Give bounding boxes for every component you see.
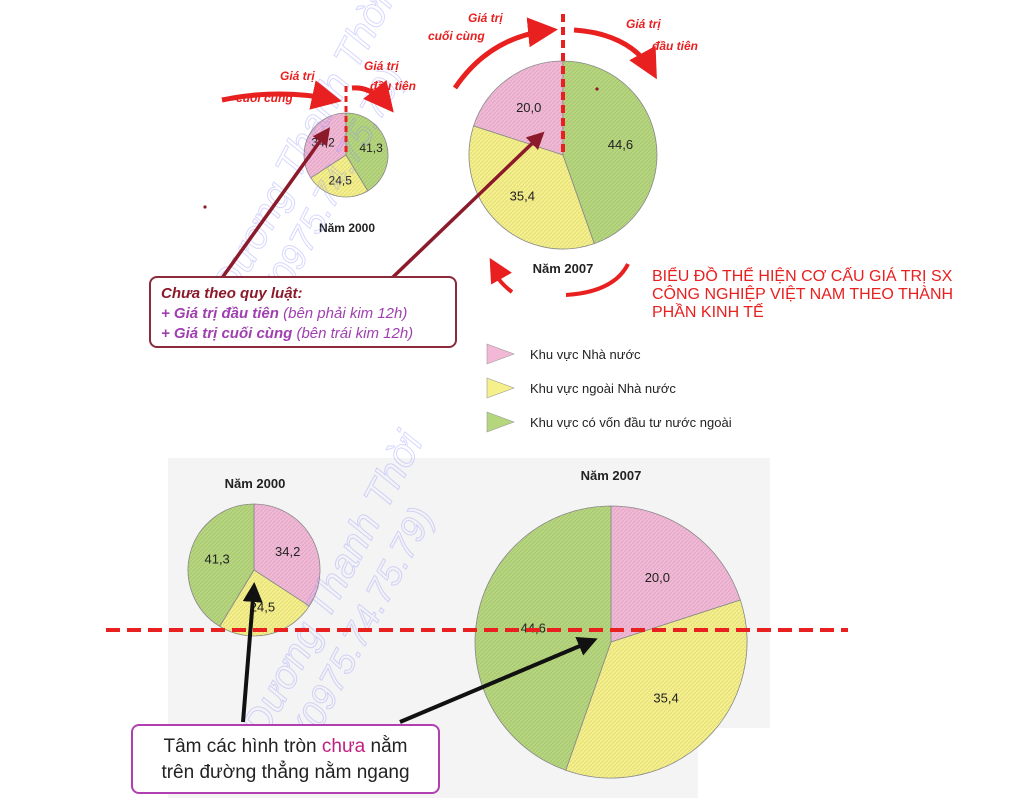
pie-3-slice-state-texture: [611, 506, 741, 642]
legend-swatch-nonstate: [486, 377, 515, 399]
pie-3-slice-nonstate-texture: [565, 599, 747, 778]
note-line-2-rest: (bên trái kim 12h): [292, 325, 414, 342]
pie-2-slice-fdi-texture: [188, 504, 254, 627]
pie-3-label-nonstate: 35,4: [653, 690, 678, 705]
note-box-centers: Tâm các hình tròn chưa nằm trên đường th…: [131, 724, 440, 794]
legend-item-state: Khu vực Nhà nước: [484, 338, 814, 372]
pie-3-slice-fdi-texture: [475, 506, 611, 771]
arrow-bottom-big-head: [489, 257, 512, 285]
note-centers-line-1c: nằm: [365, 736, 408, 757]
label-small-first-2: đầu tiên: [370, 79, 416, 93]
label-small-first-1: Giá trị: [364, 59, 399, 73]
note-line-2: + Giá trị cuối cùng (bên trái kim 12h): [161, 324, 445, 344]
pie-3-label-state: 20,0: [645, 570, 670, 585]
pointer-to-small-center: [241, 582, 263, 723]
pie-1-label-state: 20,0: [516, 100, 541, 115]
pie-0-label-nonstate: 24,5: [329, 173, 353, 187]
legend-item-fdi: Khu vực có vốn đầu tư nước ngoài: [484, 406, 814, 440]
arrow-first-small: [351, 79, 394, 113]
legend-item-nonstate: Khu vực ngoài Nhà nước: [484, 372, 814, 406]
note-line-1: + Giá trị đầu tiên (bên phải kim 12h): [161, 304, 445, 324]
pie-1-slice-nonstate-texture: [469, 125, 595, 250]
pie-0-title: Năm 2000: [319, 221, 375, 235]
stray-dot-1: [203, 205, 207, 209]
stray-dot-2: [595, 87, 599, 91]
pointer-to-big-center: [399, 637, 598, 724]
legend-swatch-state: [486, 343, 515, 365]
note-centers-line-2: trên đường thẳng nằm ngang: [161, 762, 410, 783]
legend: Khu vực Nhà nước Khu vực ngoài Nhà nước …: [484, 338, 814, 440]
pie-2-label-fdi: 41,3: [204, 552, 229, 567]
note-centers-highlight: chưa: [321, 736, 366, 757]
legend-label-nonstate: Khu vực ngoài Nhà nước: [530, 381, 676, 396]
arrow-first-big: [573, 27, 657, 80]
pie-1-label-nonstate: 35,4: [510, 189, 535, 204]
pie-2-slice-nonstate-texture: [219, 570, 310, 637]
arrow-last-small: [221, 80, 342, 110]
pointer-to-big-pie: [390, 131, 545, 280]
note-line-1-rest: (bên phải kim 12h): [278, 305, 408, 322]
note-centers-line-1a: Tâm các hình tròn: [163, 736, 322, 757]
pie-0-slice-nonstate-texture: [310, 155, 368, 197]
note-heading: Chưa theo quy luật:: [161, 285, 303, 302]
pie-1-slice-state-texture: [473, 61, 563, 155]
pie-3-title: Năm 2007: [581, 468, 642, 483]
label-small-last-2: cuối cùng: [236, 91, 293, 105]
pie-2-label-nonstate: 24,5: [250, 599, 275, 614]
pointer-to-small-pie: [220, 127, 331, 280]
note-line-1-bold: + Giá trị đầu tiên: [161, 305, 279, 322]
chart-main-title: BIỂU ĐỒ THỂ HIỆN CƠ CẤU GIÁ TRỊ SX CÔNG …: [652, 268, 954, 321]
label-big-last-2: cuối cùng: [428, 29, 485, 43]
pie-1-title: Năm 2007: [533, 261, 594, 276]
legend-swatch-fdi: [486, 411, 515, 433]
arrow-last-big: [452, 17, 558, 90]
pie-2-title: Năm 2000: [225, 476, 286, 491]
label-big-last-1: Giá trị: [468, 11, 503, 25]
pie-1-label-fdi: 44,6: [608, 137, 633, 152]
pie-0-slice-fdi-texture: [346, 113, 388, 191]
label-small-last-1: Giá trị: [280, 69, 315, 83]
label-big-first-2: đầu tiên: [652, 39, 698, 53]
pie-0-label-fdi: 41,3: [359, 141, 383, 155]
pie-1-slice-fdi-texture: [563, 61, 657, 244]
legend-label-state: Khu vực Nhà nước: [530, 347, 641, 362]
pie-2-label-state: 34,2: [275, 544, 300, 559]
note-line-2-bold: + Giá trị cuối cùng: [161, 325, 293, 342]
note-centers-line-1: Tâm các hình tròn chưa nằm: [145, 734, 426, 760]
label-big-first-1: Giá trị: [626, 17, 661, 31]
note-box-order: Chưa theo quy luật: + Giá trị đầu tiên (…: [149, 276, 457, 348]
legend-label-fdi: Khu vực có vốn đầu tư nước ngoài: [530, 415, 732, 430]
